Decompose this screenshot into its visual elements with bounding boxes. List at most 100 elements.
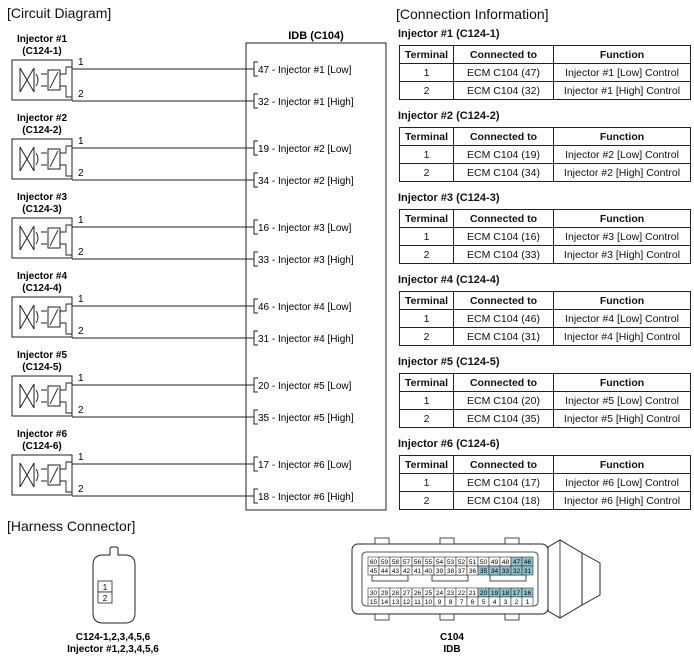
c104-pin-number: 56	[414, 559, 422, 566]
idb-terminal-high: 18 - Injector #6 [High]	[258, 492, 354, 503]
c124-sublabel: Injector #1,2,3,4,5,6	[67, 644, 159, 655]
c104-pin-number: 25	[425, 590, 433, 597]
injector-name: Injector #1	[17, 34, 67, 45]
injector-symbol	[11, 59, 73, 101]
c104-pin-number: 57	[403, 559, 411, 566]
injector-name: Injector #6	[17, 429, 67, 440]
c104-pin-number: 3	[504, 599, 508, 606]
c104-pin-number: 24	[436, 590, 444, 597]
connection-info-title: [Connection Information]	[396, 6, 549, 22]
idb-terminal-low: 46 - Injector #4 [Low]	[258, 302, 352, 313]
table-cell: 2	[399, 163, 454, 182]
table-header: Function	[553, 127, 691, 146]
c104-pin-number: 29	[381, 590, 389, 597]
c104-pin-number: 4	[493, 599, 497, 606]
c104-pin-number: 49	[491, 559, 499, 566]
table-cell: Injector #4 [Low] Control	[553, 309, 691, 328]
table-cell: ECM C104 (17)	[453, 473, 554, 492]
pin-2-label: 2	[78, 168, 84, 179]
c104-pin-number: 51	[469, 559, 477, 566]
connection-table-title: Injector #1 (C124-1)	[398, 28, 500, 40]
pin-2-label: 2	[78, 405, 84, 416]
connection-table-title: Injector #3 (C124-3)	[398, 192, 500, 204]
c104-pin-number: 48	[502, 559, 510, 566]
table-cell: 2	[399, 81, 454, 100]
injector-code: (C124-4)	[22, 283, 61, 294]
table-header: Terminal	[399, 455, 454, 474]
c104-pin-number: 52	[458, 559, 466, 566]
idb-terminal-high: 32 - Injector #1 [High]	[258, 97, 354, 108]
c104-pin-number: 42	[403, 568, 411, 575]
c104-pin-number: 17	[513, 590, 521, 597]
c104-pin-number: 7	[460, 599, 464, 606]
idb-terminal-high: 33 - Injector #3 [High]	[258, 255, 354, 266]
table-header: Connected to	[453, 291, 554, 310]
injector-2: Injector #2(C124-2) 1 2 19 - Injector #2 [L…	[11, 113, 354, 188]
table-cell: 1	[399, 145, 454, 164]
pin-2-label: 2	[78, 484, 84, 495]
idb-terminal-low: 19 - Injector #2 [Low]	[258, 144, 352, 155]
injector-symbol	[11, 296, 73, 338]
c104-pin-number: 34	[491, 568, 499, 575]
c104-pin-number: 55	[425, 559, 433, 566]
harness-connectors: 1 2 C124-1,2,3,4,5,6 Injector #1,2,3,4,5…	[67, 537, 601, 655]
c104-pin-number: 22	[458, 590, 466, 597]
table-header: Terminal	[399, 45, 454, 64]
injector-symbol	[11, 138, 73, 180]
valve-icon	[19, 146, 35, 172]
pin-1-label: 1	[78, 294, 84, 305]
table-header: Connected to	[453, 45, 554, 64]
c104-pin-number: 20	[480, 590, 488, 597]
idb-terminal-low: 47 - Injector #1 [Low]	[258, 65, 352, 76]
c104-pin-cell	[521, 596, 534, 607]
c104-pin-number: 47	[513, 559, 521, 566]
injector-symbol	[11, 375, 73, 417]
table-cell: Injector #6 [High] Control	[553, 491, 691, 510]
c104-pin-cell	[521, 565, 534, 576]
c104-pin-number: 33	[502, 568, 510, 575]
c104-pin-number: 32	[513, 568, 521, 575]
table-cell: Injector #2 [High] Control	[553, 163, 691, 182]
c104-pin-number: 8	[449, 599, 453, 606]
connection-table-title: Injector #4 (C124-4)	[398, 274, 500, 286]
table-cell: Injector #4 [High] Control	[553, 327, 691, 346]
idb-terminal-low: 17 - Injector #6 [Low]	[258, 460, 352, 471]
table-cell: 1	[399, 227, 454, 246]
c104-pin-number: 26	[414, 590, 422, 597]
valve-icon	[19, 304, 35, 330]
c104-pin-number: 14	[381, 599, 389, 606]
table-header: Terminal	[399, 291, 454, 310]
idb-terminal-high: 31 - Injector #4 [High]	[258, 334, 354, 345]
pin-1-label: 1	[78, 136, 84, 147]
c104-pin-number: 53	[447, 559, 455, 566]
pin-1-label: 1	[78, 452, 84, 463]
injector-code: (C124-5)	[22, 362, 61, 373]
c104-pin-number: 27	[403, 590, 411, 597]
c104-pin-number: 39	[436, 568, 444, 575]
injector-code: (C124-1)	[22, 46, 61, 57]
injector-name: Injector #2	[17, 113, 67, 124]
table-cell: Injector #6 [Low] Control	[553, 473, 691, 492]
table-cell: 2	[399, 245, 454, 264]
table-cell: ECM C104 (47)	[453, 63, 554, 82]
c104-pin-number: 1	[526, 599, 530, 606]
c104-pin-number: 30	[370, 590, 378, 597]
table-cell: 1	[399, 309, 454, 328]
idb-terminal-low: 16 - Injector #3 [Low]	[258, 223, 352, 234]
injector-code: (C124-2)	[22, 125, 61, 136]
injector-name: Injector #3	[17, 192, 67, 203]
c104-pin-number: 15	[370, 599, 378, 606]
c104-pin-number: 21	[469, 590, 477, 597]
